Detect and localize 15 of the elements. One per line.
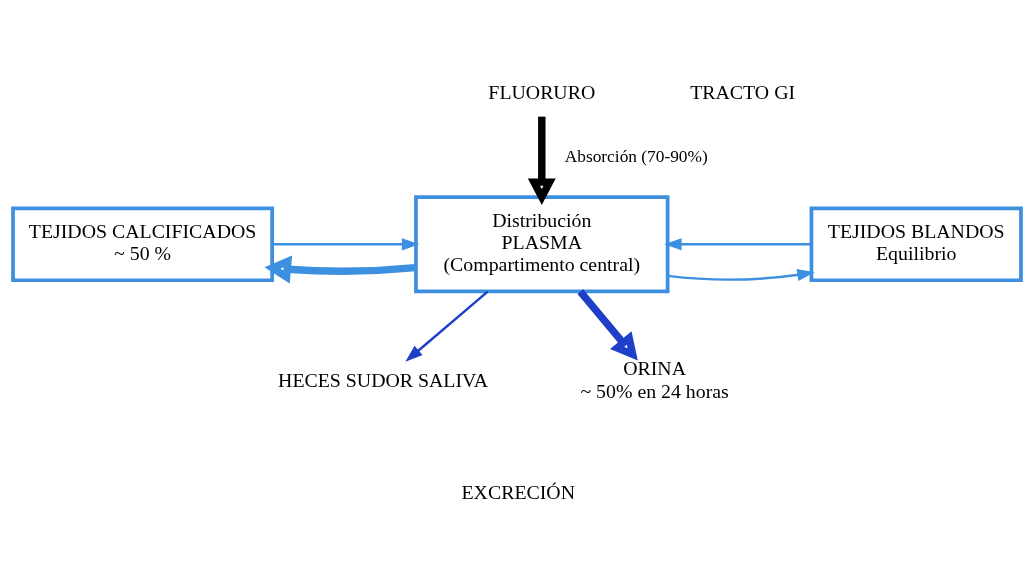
arrow bbox=[272, 237, 420, 250]
node-text: HECES SUDOR SALIVA bbox=[278, 368, 489, 391]
node-box: TEJIDOS BLANDOS Equilibrio bbox=[809, 206, 1023, 282]
node-text: FLUORURO bbox=[488, 80, 596, 103]
arrow bbox=[405, 290, 489, 362]
label: EXCRECIÓN bbox=[461, 480, 575, 503]
arrow bbox=[664, 237, 811, 250]
arrow bbox=[667, 268, 815, 281]
node-text: ORINA ~ 50% en 24 horas bbox=[580, 356, 729, 402]
edge-label: Absorción (70-90%) bbox=[564, 146, 708, 166]
node-box: Distribución PLASMA (Compartimento central) bbox=[414, 194, 670, 293]
arrow bbox=[577, 288, 638, 361]
arrow bbox=[264, 255, 416, 283]
node-box: TEJIDOS CALCIFICADOS ~ 50 % bbox=[11, 206, 274, 282]
label: TRACTO GI bbox=[690, 80, 796, 103]
